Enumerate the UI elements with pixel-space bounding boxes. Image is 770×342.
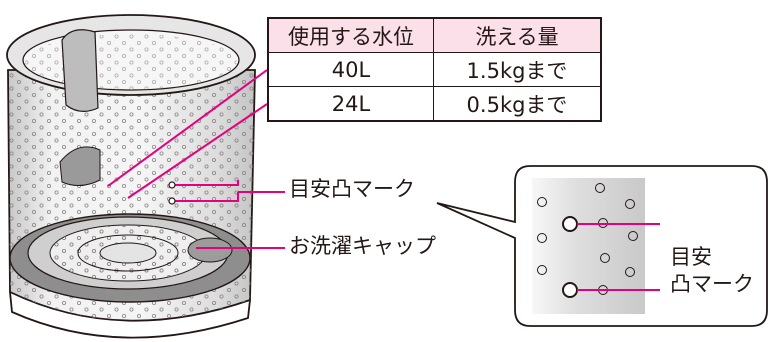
zoom-bubble	[436, 165, 768, 327]
zoom-tub-surface	[532, 178, 645, 314]
header-washable-amount: 洗える量	[433, 17, 602, 53]
zoom-mark-upper	[562, 216, 578, 232]
mark-bracket-lower	[172, 192, 239, 202]
level-mark-label: 目安凸マーク	[289, 177, 415, 201]
leader-24l	[127, 103, 268, 199]
lint-cap-label: お洗濯キャップ	[289, 234, 436, 258]
table-row: 24L 0.5kgまで	[267, 86, 602, 122]
zoom-label-line1: 目安	[670, 245, 712, 269]
cell-washable-amount: 1.5kgまで	[433, 52, 602, 87]
tub-mark-dots	[168, 181, 176, 205]
washing-tub	[6, 14, 256, 339]
table-header-row: 使用する水位 洗える量	[267, 17, 602, 53]
leader-lines	[107, 69, 668, 291]
zoom-mark-lower	[562, 282, 578, 298]
zoom-label-line2: 凸マーク	[670, 272, 754, 296]
leader-40l	[107, 69, 268, 187]
cell-water-level: 24L	[267, 86, 434, 122]
cell-water-level: 40L	[267, 52, 434, 87]
zoom-leaders-overlay	[577, 223, 660, 291]
table-row: 40L 1.5kgまで	[267, 52, 602, 87]
header-water-level: 使用する水位	[267, 17, 434, 53]
cell-washable-amount: 0.5kgまで	[433, 86, 602, 122]
water-level-capacity-table: 使用する水位 洗える量 40L 1.5kgまで 24L 0.5kgまで	[267, 17, 602, 122]
mark-bracket-upper	[172, 180, 239, 186]
